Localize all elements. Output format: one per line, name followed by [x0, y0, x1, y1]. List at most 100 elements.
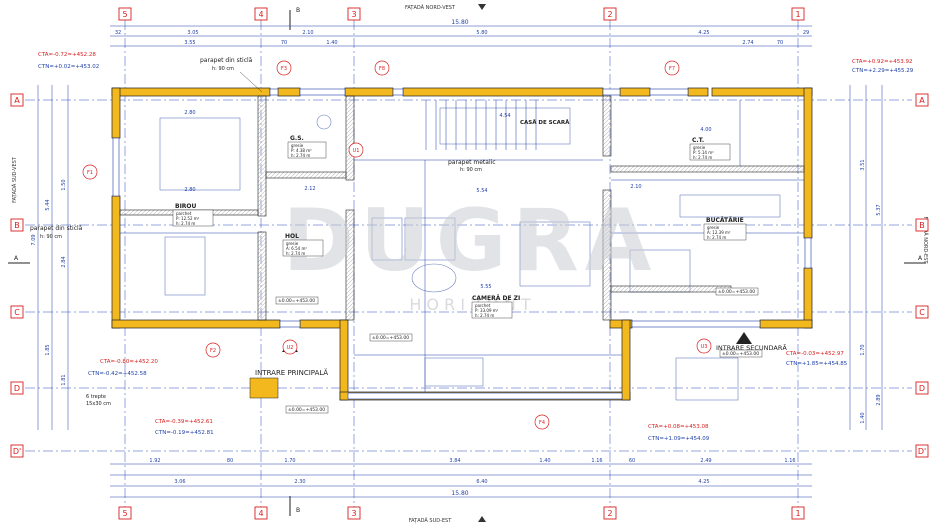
room-tag-box: [282, 239, 324, 257]
parapet-metal-note: parapet metalic h: 90 cm: [448, 159, 496, 173]
axis-label: D': [13, 447, 21, 456]
axis-bubble: [254, 506, 268, 520]
steps-label: 6 trepte: [86, 394, 106, 400]
dim-text: 2.10: [630, 184, 641, 190]
dim-text: 1.50: [61, 179, 67, 190]
room-name: HOL: [285, 233, 299, 240]
room-name: BIROU: [175, 203, 197, 210]
furniture: [159, 107, 781, 401]
room-tag-box: [471, 301, 513, 319]
room-height: h: 2.74 m: [176, 221, 195, 226]
axis-bubble: [10, 305, 24, 319]
interior-dims: 5.54 5.55 4.54 2.12 4.00 2.10 2.80 2.80: [184, 110, 711, 290]
marker-label: U1: [353, 148, 360, 154]
room-floor: parchet: [475, 303, 491, 308]
elevation-cta: CTA=-0.72=+452.28: [38, 52, 96, 58]
marker-circle: [82, 164, 98, 180]
axis-bubble: [915, 93, 929, 107]
floor-levels: ±0.00=+453.00 ±0.00=+453.00 ±0.00=+453.0…: [275, 287, 763, 414]
dim-text: 3.84: [449, 458, 460, 464]
dim-text: 3.05: [187, 30, 198, 36]
room-tag-box: [703, 223, 747, 241]
axis-bubble: [791, 506, 805, 520]
dim-text: 3.55: [184, 40, 195, 46]
floor-level: ±0.00=+453.00: [718, 289, 755, 295]
overall-dimension-top: 15.80: [451, 19, 468, 26]
section-marker-a: A A: [8, 255, 926, 264]
room-floor: gresie: [707, 225, 720, 230]
room-area: P: 33.09 m²: [475, 308, 499, 313]
room-name: G.S.: [290, 135, 304, 142]
axis-label: D: [14, 384, 20, 393]
dims-left: 7.09 5.44 1.50 2.84 1.85 1.81: [31, 179, 67, 385]
svg-text:A: A: [918, 255, 923, 262]
axis-label: 4: [258, 10, 263, 19]
dim-text: 1.40: [860, 412, 866, 423]
room-floor: gresie: [286, 241, 299, 246]
axis-label: 2: [607, 10, 612, 19]
axis-bubble: [347, 7, 361, 21]
entry-label: INTRARE PRINCIPALĂ: [255, 368, 328, 377]
dim-text: 5.55: [480, 284, 491, 290]
marker-circle: [696, 338, 712, 354]
dim-text: 2.74: [742, 40, 753, 46]
marker-label: U3: [701, 344, 708, 350]
room-floor: gresie: [291, 143, 304, 148]
axis-bubble: [347, 506, 361, 520]
elevation-ctn: CTN=-0.42=+452.58: [88, 371, 147, 377]
dim-text: 1.92: [149, 458, 160, 464]
room-height: h: 2.74 m: [286, 251, 305, 256]
parapet-stair-note: parapet din sticlă h: 90 cm: [200, 57, 263, 93]
dim-text: 3.06: [174, 479, 185, 485]
dim-text: 1.70: [284, 458, 295, 464]
marker-label: F2: [210, 348, 216, 354]
elevation-ctn: CTN=+1.09=+454.09: [648, 436, 710, 442]
room-name: BUCĂTĂRIE: [706, 217, 744, 224]
marker-label: F1: [87, 170, 93, 176]
stair-flight: [425, 100, 537, 150]
interior-lines: [120, 100, 804, 392]
axis-bubble: [118, 7, 132, 21]
axis-label: C: [14, 308, 20, 317]
elevation-ctn: CTN=+0.02=+453.02: [38, 64, 99, 70]
dims-bottom-row2: 3.06 2.30 6.40 4.25: [174, 479, 709, 485]
svg-text:A: A: [14, 255, 19, 262]
dims-top-row1: 32 3.05 2.10 5.80 4.25 29: [115, 30, 809, 36]
note-text: h: 90 cm: [40, 234, 62, 240]
axis-label: A: [14, 96, 20, 105]
floor-level: ±0.00=+453.00: [722, 351, 759, 357]
dim-text: 5.44: [45, 199, 51, 210]
note-text: parapet din sticlă: [30, 225, 83, 232]
opening-markers: F3 F8 F7 F1 F2 F4 U1 U2 U3: [82, 60, 712, 430]
dim-text: 3.51: [860, 159, 866, 170]
room-floor: parchet: [176, 211, 192, 216]
entry-arrow-icon: [736, 332, 752, 344]
room-height: h: 2.74 m: [475, 313, 494, 318]
marker-circle: [276, 60, 292, 76]
dim-text: 2.30: [294, 479, 305, 485]
dim-text: 70: [281, 40, 287, 46]
axis-bubble: [254, 7, 268, 21]
room-area: P: 12.52 m²: [176, 216, 200, 221]
marker-circle: [374, 60, 390, 76]
facade-top-label: FAȚADĂ NORD-VEST: [405, 4, 456, 11]
dim-text: 1.40: [326, 40, 337, 46]
dim-text: 4.00: [700, 127, 711, 133]
facade-left-label: FAȚADĂ SUD-VEST: [11, 156, 18, 203]
dim-text: 1.16: [784, 458, 795, 464]
dims-top-row2: 3.55 70 1.40 2.74 70: [184, 40, 783, 46]
section-marker-b: B B: [289, 7, 300, 516]
dim-text: 4.25: [698, 479, 709, 485]
entry-label: INTRARE SECUNDARĂ: [716, 343, 787, 352]
dim-text: 5.54: [476, 188, 487, 194]
axis-label: B: [14, 221, 20, 230]
dim-text: 1.81: [61, 374, 67, 385]
axis-label: A: [919, 96, 925, 105]
axis-bubble: [915, 305, 929, 319]
dimension-lines: [37, 25, 883, 498]
floor-level: ±0.00=+453.00: [278, 298, 315, 304]
axis-label: 3: [351, 509, 356, 518]
room-gs: G.S. gresie P: 4.38 m² h: 2.74 m: [287, 135, 327, 159]
